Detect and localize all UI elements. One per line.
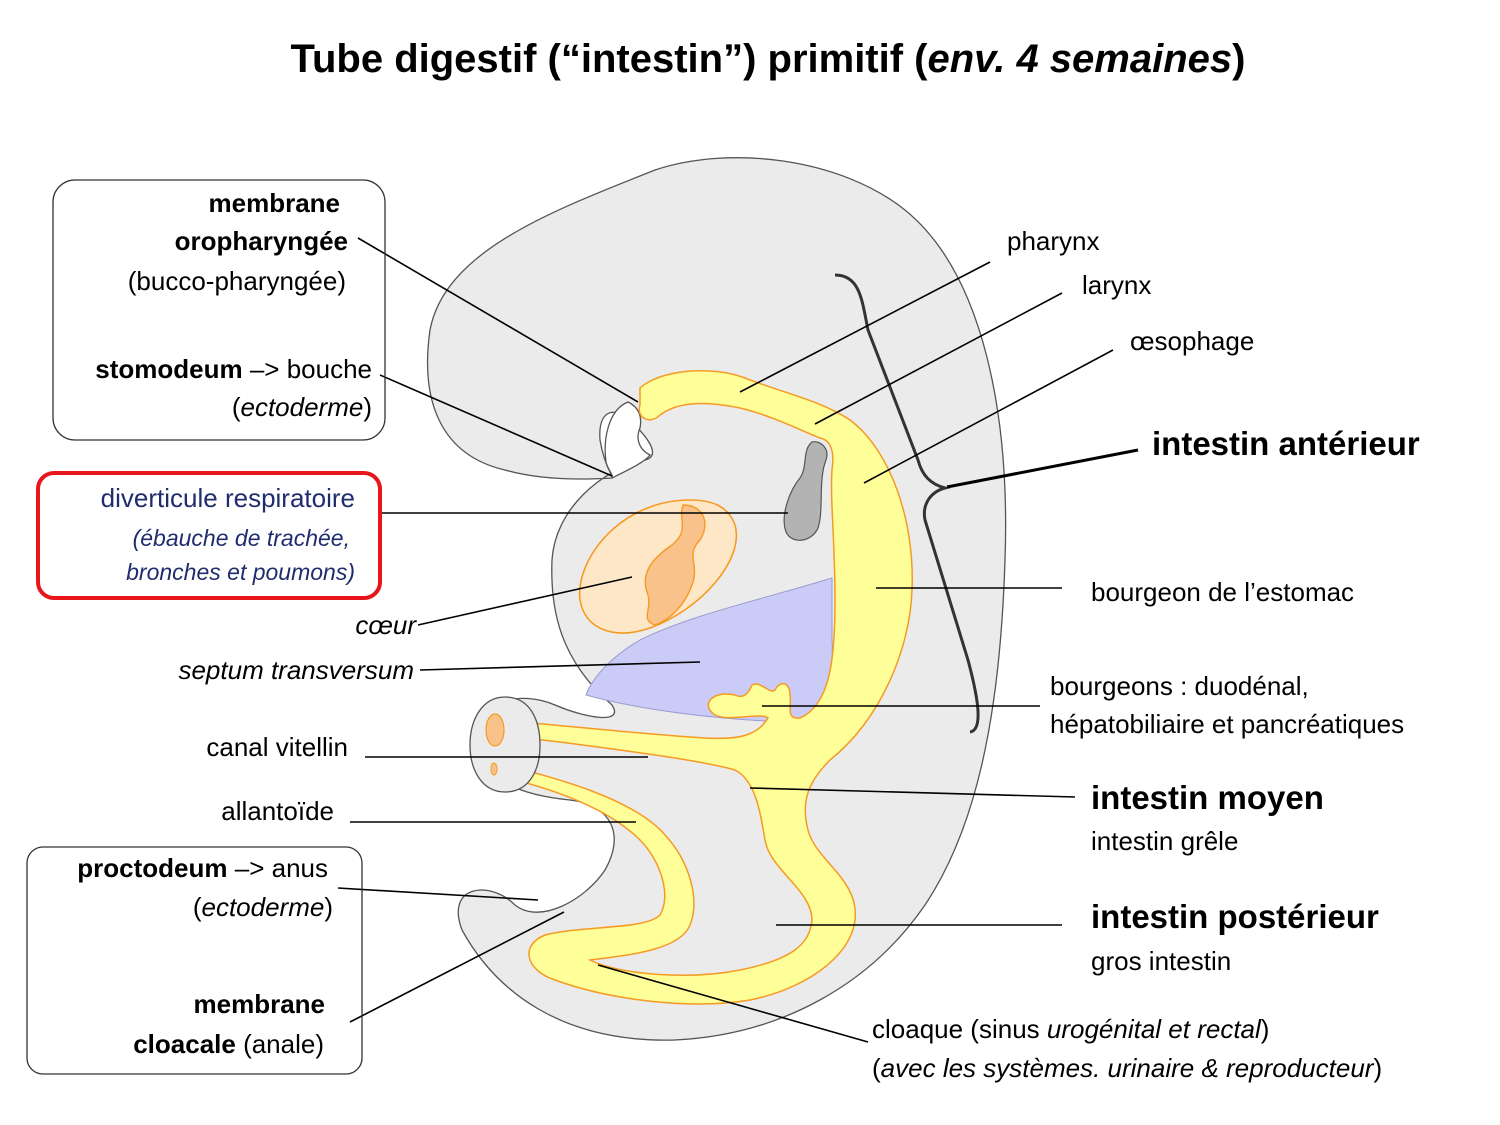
leader-lines bbox=[337, 237, 1139, 1043]
bourgeons-line1: bourgeons : duodénal, bbox=[1050, 671, 1309, 701]
canal-vitellin-label: canal vitellin bbox=[206, 732, 348, 762]
stomodeum-bold: stomodeum bbox=[95, 354, 242, 384]
intestin-grele-label: intestin grêle bbox=[1091, 826, 1238, 856]
stomodeum-paren-open: ( bbox=[232, 392, 241, 422]
title-part1: Tube digestif (“intestin”) primitif ( bbox=[291, 37, 929, 81]
gros-intestin-label: gros intestin bbox=[1091, 946, 1231, 976]
coeur-label: cœur bbox=[355, 610, 417, 640]
embryo-body bbox=[426, 157, 1007, 1041]
diverticule-line1: diverticule respiratoire bbox=[101, 483, 355, 513]
title-part2: ) bbox=[1232, 37, 1245, 81]
bourgeon-estomac-label: bourgeon de l’estomac bbox=[1091, 577, 1354, 607]
cloacale-rest: (anale) bbox=[236, 1029, 324, 1059]
proctodeum-label: proctodeum –> anus bbox=[77, 853, 328, 883]
membrane-oro-line2: oropharyngée bbox=[175, 226, 348, 256]
proctodeum-paren-close: ) bbox=[324, 892, 333, 922]
respiratory-highlight-box bbox=[36, 471, 382, 600]
oesophage-label: œsophage bbox=[1130, 326, 1254, 356]
proctodeum-rest: –> anus bbox=[228, 853, 328, 883]
page-title: Tube digestif (“intestin”) primitif (env… bbox=[291, 37, 1246, 81]
cloaque-l1c: ) bbox=[1261, 1014, 1270, 1044]
cloaque-l1b: urogénital et rectal bbox=[1047, 1014, 1262, 1044]
foregut-brace bbox=[834, 273, 980, 734]
proctodeum-bold: proctodeum bbox=[77, 853, 227, 883]
septum-label: septum transversum bbox=[178, 655, 414, 685]
membrane-oro-line1: membrane bbox=[209, 188, 341, 218]
bourgeons-line2: hépatobiliaire et pancréatiques bbox=[1050, 709, 1404, 739]
intestin-moyen-label: intestin moyen bbox=[1091, 779, 1324, 816]
membrane-oro-line3: (bucco-pharyngée) bbox=[128, 266, 346, 296]
cloaque-l2b: avec les systèmes. urinaire & reproducte… bbox=[881, 1053, 1375, 1083]
cloaque-line1: cloaque (sinus urogénital et rectal) bbox=[872, 1014, 1269, 1044]
cloaque-l2c: ) bbox=[1373, 1053, 1382, 1083]
gut-tube bbox=[490, 369, 913, 1005]
diverticule-line3: bronches et poumons) bbox=[126, 559, 355, 585]
cloaque-line2: (avec les systèmes. urinaire & reproduct… bbox=[872, 1053, 1382, 1083]
proctodeum-ectoderme: (ectoderme) bbox=[193, 892, 333, 922]
intestin-anterieur-label: intestin antérieur bbox=[1152, 425, 1420, 462]
pharynx-label: pharynx bbox=[1007, 226, 1100, 256]
respiratory-diverticulum-shape bbox=[783, 441, 828, 541]
cloaque-l2a: ( bbox=[872, 1053, 881, 1083]
cloacale-bold: cloacale bbox=[133, 1029, 236, 1059]
membrane-cloacale-line1: membrane bbox=[194, 989, 326, 1019]
stomodeum-italic: ectoderme bbox=[240, 392, 363, 422]
title-italic: env. 4 semaines bbox=[928, 37, 1233, 81]
stomodeum-paren-close: ) bbox=[363, 392, 372, 422]
heart-shape bbox=[578, 499, 738, 634]
stomodeum-ectoderme: (ectoderme) bbox=[232, 392, 372, 422]
stomodeum-cavity bbox=[604, 401, 651, 479]
proctodeum-paren-open: ( bbox=[193, 892, 202, 922]
proctodeum-cloacal-box bbox=[26, 846, 363, 1075]
proctodeum-italic: ectoderme bbox=[201, 892, 324, 922]
yolk-stalk-shape bbox=[469, 696, 541, 793]
stomodeum-rest: –> bouche bbox=[243, 354, 372, 384]
cloaque-l1a: cloaque (sinus bbox=[872, 1014, 1047, 1044]
membrane-cloacale-line2: cloacale (anale) bbox=[133, 1029, 324, 1059]
stomodeum-label: stomodeum –> bouche bbox=[95, 354, 372, 384]
intestin-posterieur-label: intestin postérieur bbox=[1091, 898, 1379, 935]
allantoide-label: allantoïde bbox=[221, 796, 334, 826]
diverticule-line2: (ébauche de trachée, bbox=[133, 525, 350, 551]
oropharyngeal-stomodeum-box bbox=[52, 179, 386, 441]
larynx-label: larynx bbox=[1082, 270, 1151, 300]
